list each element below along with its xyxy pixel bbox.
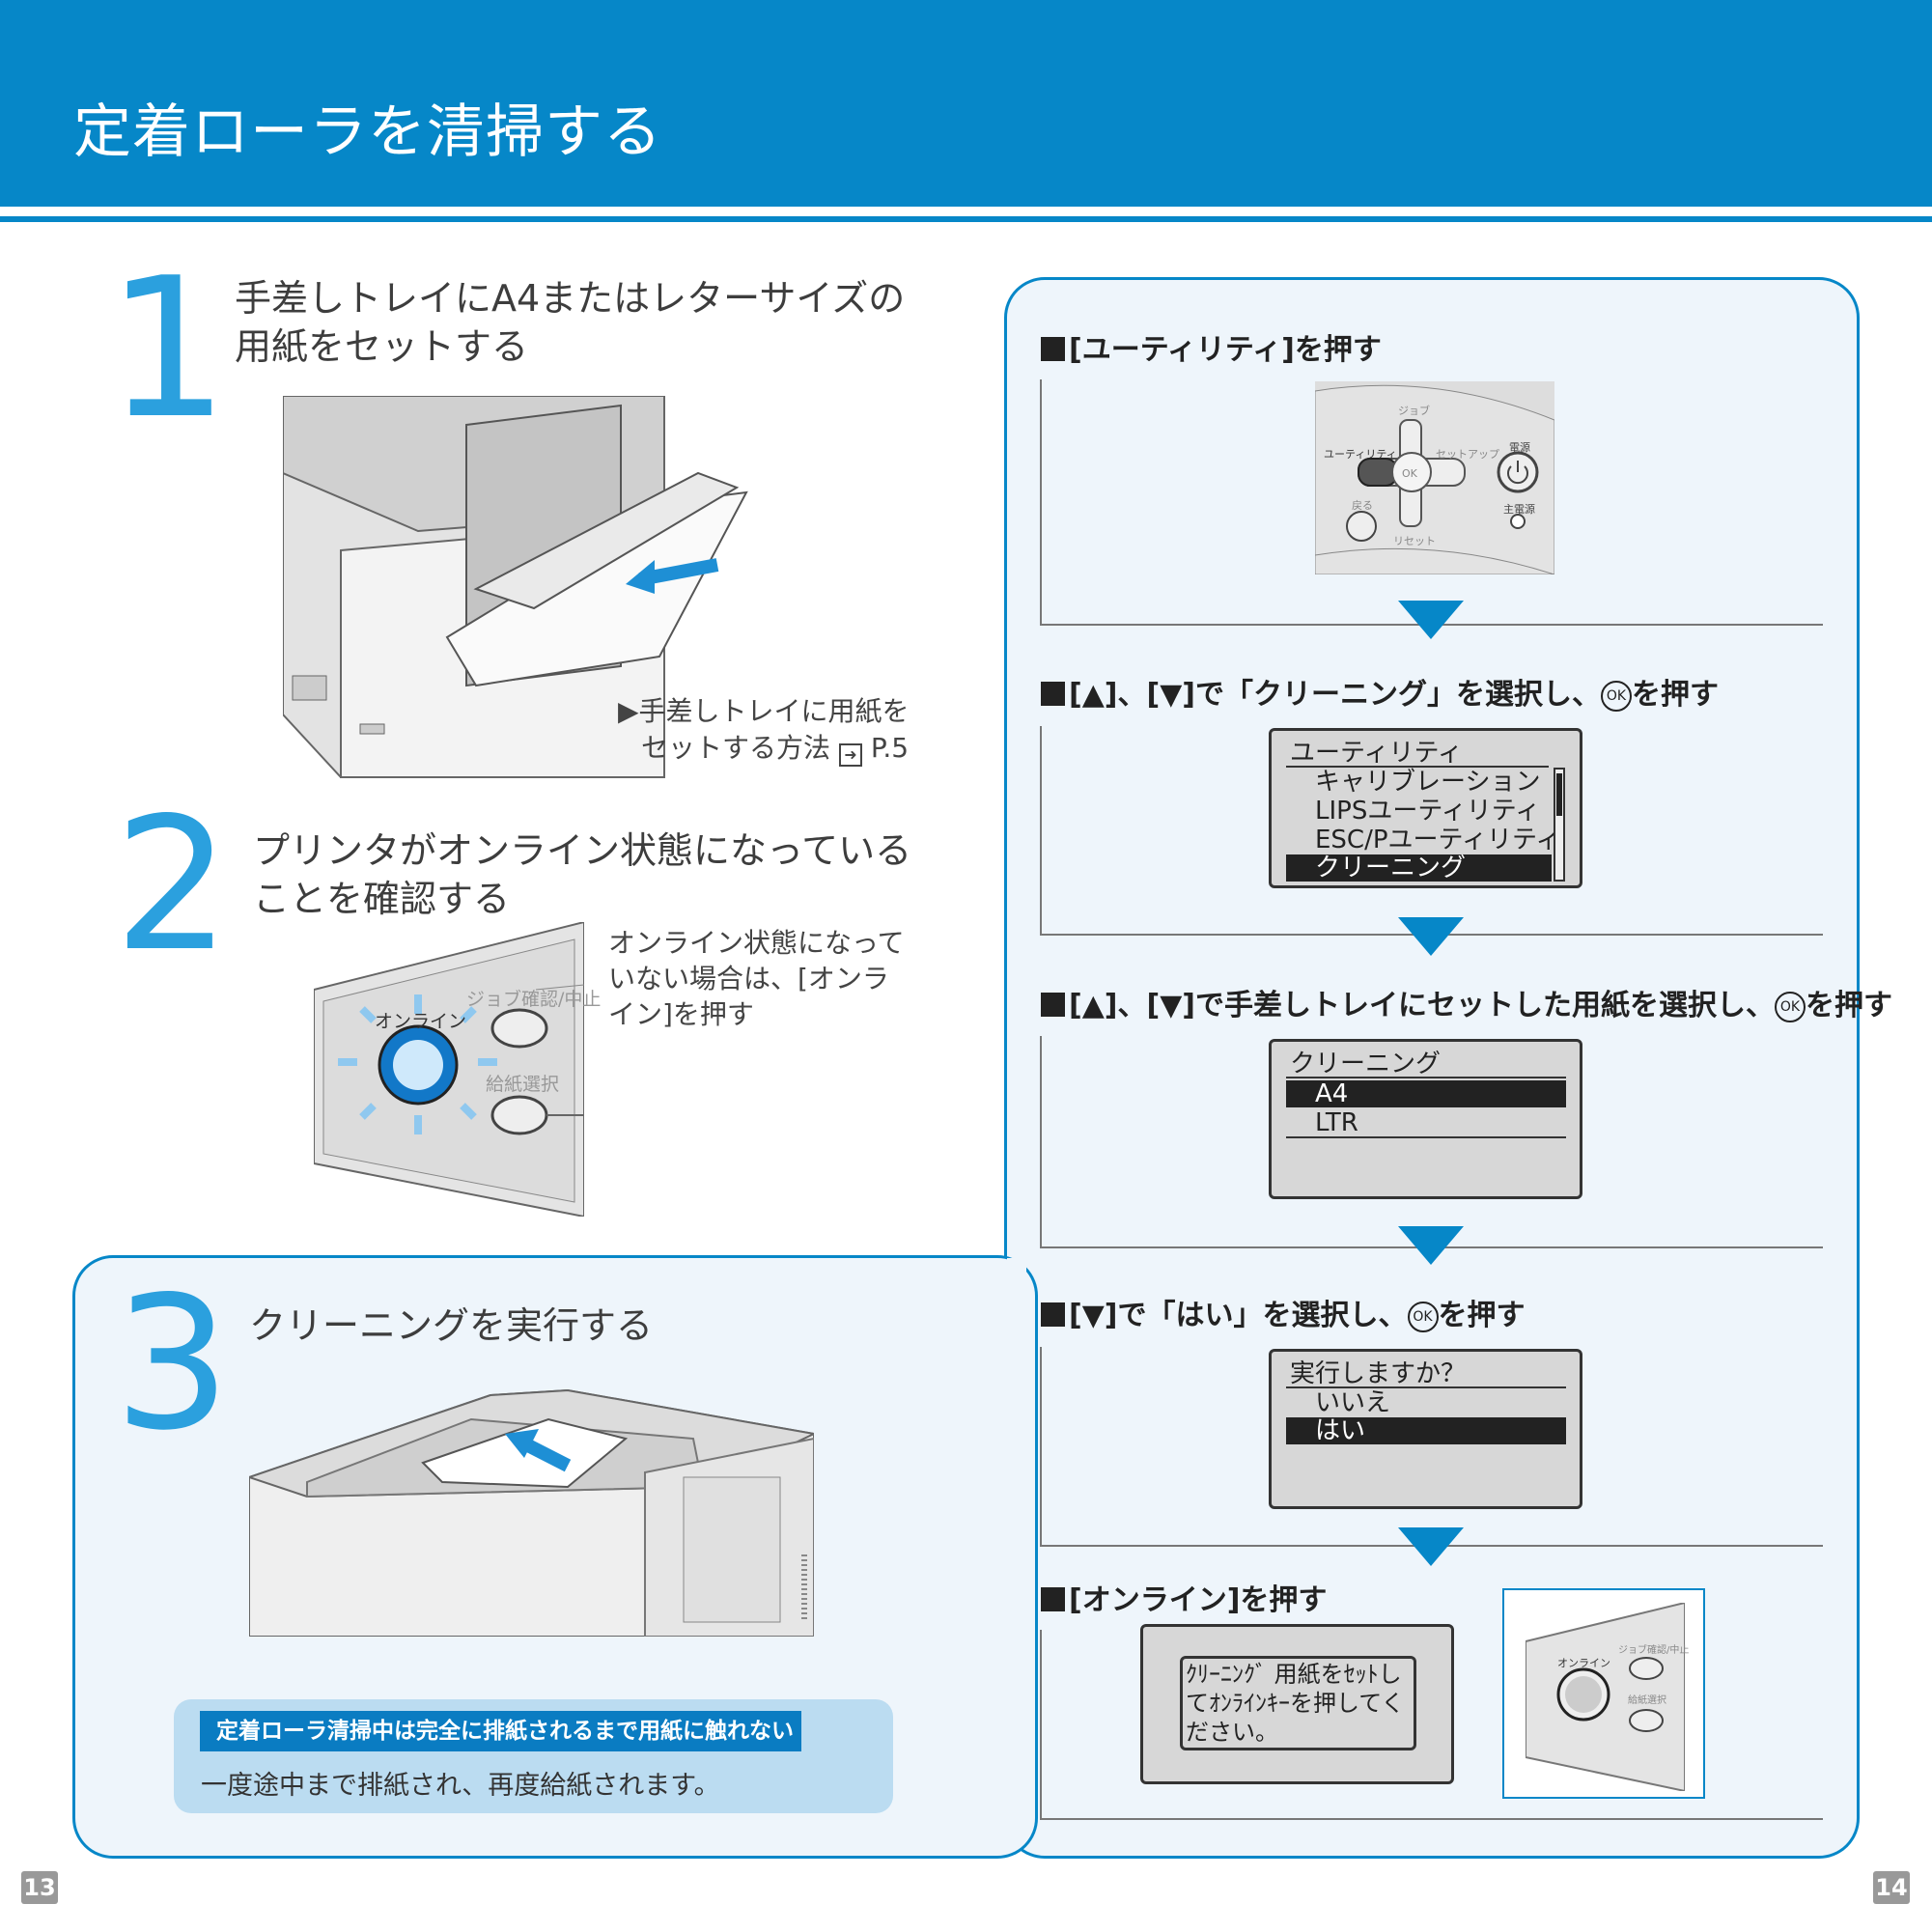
step2-title-line1: プリンタがオンライン状態になっている xyxy=(253,829,912,872)
online-label: オンライン xyxy=(375,1011,467,1032)
printer-output-tray-illustration xyxy=(249,1381,814,1637)
mini-online-label: オンライン xyxy=(1557,1657,1610,1669)
ok-button-icon: OK xyxy=(1407,1301,1439,1332)
lcd-confirm: 実行しますか？ いいえ はい xyxy=(1269,1349,1582,1509)
lcd2-item-selected: A4 xyxy=(1315,1079,1349,1108)
frame-lcd4 xyxy=(1040,1630,1823,1820)
step2-note-line2: いない場合は、[オンラ xyxy=(608,963,889,994)
lcd3-item: いいえ xyxy=(1315,1388,1391,1417)
mini-job-label: ジョブ確認/中止 xyxy=(1618,1645,1690,1656)
job-cancel-label: ジョブ確認/中止 xyxy=(466,989,602,1010)
step1-reference-line1: ▶手差しトレイに用紙を xyxy=(618,695,910,727)
flow-arrow-down-icon xyxy=(1398,917,1464,956)
mini-feed-label: 給紙選択 xyxy=(1628,1695,1666,1706)
bullet-square-icon xyxy=(1041,993,1065,1017)
flow-arrow-down-icon xyxy=(1398,601,1464,639)
lcd4-line3: ださい。 xyxy=(1186,1719,1278,1746)
cp-reset-label: リセット xyxy=(1393,535,1436,547)
lcd-cleaning-paper: クリーニング A4 LTR xyxy=(1269,1039,1582,1199)
substep-online-text: [オンライン]を押す xyxy=(1069,1583,1328,1617)
step3-title: クリーニングを実行する xyxy=(249,1304,654,1347)
page-link-icon: ➜ xyxy=(838,743,862,767)
step1-reference-text: セットする方法 xyxy=(641,732,831,764)
step1-reference-line2[interactable]: セットする方法 ➜ P.5 xyxy=(641,730,909,767)
lcd3-title: 実行しますか？ xyxy=(1290,1359,1467,1388)
cp-main-power-label: 主電源 xyxy=(1503,503,1535,516)
cp-ok-label: OK xyxy=(1402,467,1417,480)
page-title: 定着ローラを清掃する xyxy=(73,98,662,166)
lcd4-line2: てｵﾝﾗｲﾝｷｰを押してく xyxy=(1186,1690,1405,1717)
lcd-utility-menu: ユーティリティ キャリブレーション LIPSユーティリティ ESC/Pユーティリ… xyxy=(1269,728,1582,888)
printer-manual-tray-illustration xyxy=(283,396,766,782)
flow-arrow-down-icon xyxy=(1398,1527,1464,1566)
control-panel-illustration xyxy=(1315,381,1554,574)
bullet-square-icon xyxy=(1041,1302,1065,1327)
substep-utility-text: [ユーティリティ]を押す xyxy=(1069,333,1382,367)
step-number-1: 1 xyxy=(106,237,230,462)
page-number-right: 14 xyxy=(1873,1871,1910,1904)
ok-button-icon: OK xyxy=(1601,680,1632,712)
step1-title-line1: 手差しトレイにA4またはレターサイズの xyxy=(235,277,906,320)
substep-utility: [ユーティリティ]を押す xyxy=(1041,325,1382,368)
lcd1-item-selected: クリーニング xyxy=(1315,854,1467,882)
cp-power-label: 電源 xyxy=(1509,441,1530,454)
caution-title: 定着ローラ清掃中は完全に排紙されるまで用紙に触れない xyxy=(200,1711,801,1751)
header-divider xyxy=(0,216,1932,222)
lcd3-item-selected: はい xyxy=(1315,1416,1366,1445)
lcd-online-message: ｸﾘｰﾆﾝｸﾞ 用紙をｾｯﾄし てｵﾝﾗｲﾝｷｰを押してく ださい。 xyxy=(1140,1624,1454,1784)
lcd2-title: クリーニング xyxy=(1290,1050,1442,1078)
lcd1-item: ESC/Pユーティリティ xyxy=(1315,826,1561,854)
step2-note-line1: オンライン状態になって xyxy=(608,927,905,959)
step2-note-line3: イン]を押す xyxy=(608,998,754,1030)
step1-title-line2: 用紙をセットする xyxy=(235,325,529,368)
cp-utility-label: ユーティリティ xyxy=(1324,448,1397,461)
cp-setup-label: セットアップ xyxy=(1436,448,1499,461)
header-bar xyxy=(0,0,1932,207)
lcd4-line1: ｸﾘｰﾆﾝｸﾞ 用紙をｾｯﾄし xyxy=(1186,1661,1402,1688)
cp-back-label: 戻る xyxy=(1352,499,1373,512)
bullet-square-icon xyxy=(1041,337,1065,361)
step-number-3: 3 xyxy=(114,1257,231,1470)
substep-press-online: [オンライン]を押す xyxy=(1041,1576,1327,1618)
lcd2-item: LTR xyxy=(1315,1108,1358,1137)
step-number-2: 2 xyxy=(114,778,231,992)
operation-panel-online-illustration xyxy=(314,922,584,1217)
cp-job-label: ジョブ xyxy=(1398,405,1430,417)
paper-select-label: 給紙選択 xyxy=(486,1074,560,1095)
flow-arrow-down-icon xyxy=(1398,1226,1464,1265)
bullet-square-icon xyxy=(1041,1587,1065,1611)
lcd1-item: キャリブレーション xyxy=(1315,768,1541,797)
bullet-square-icon xyxy=(1041,682,1065,706)
step2-title-line2: ことを確認する xyxy=(253,878,511,920)
step1-reference-page[interactable]: P.5 xyxy=(870,732,910,764)
caution-body: 一度途中まで排紙され、再度給紙されます。 xyxy=(201,1771,720,1801)
page-number-left: 13 xyxy=(21,1871,58,1904)
mini-operation-panel-illustration xyxy=(1526,1603,1685,1791)
ok-button-icon: OK xyxy=(1775,991,1806,1022)
lcd1-item: LIPSユーティリティ xyxy=(1315,797,1541,826)
lcd1-title: ユーティリティ xyxy=(1290,739,1463,768)
